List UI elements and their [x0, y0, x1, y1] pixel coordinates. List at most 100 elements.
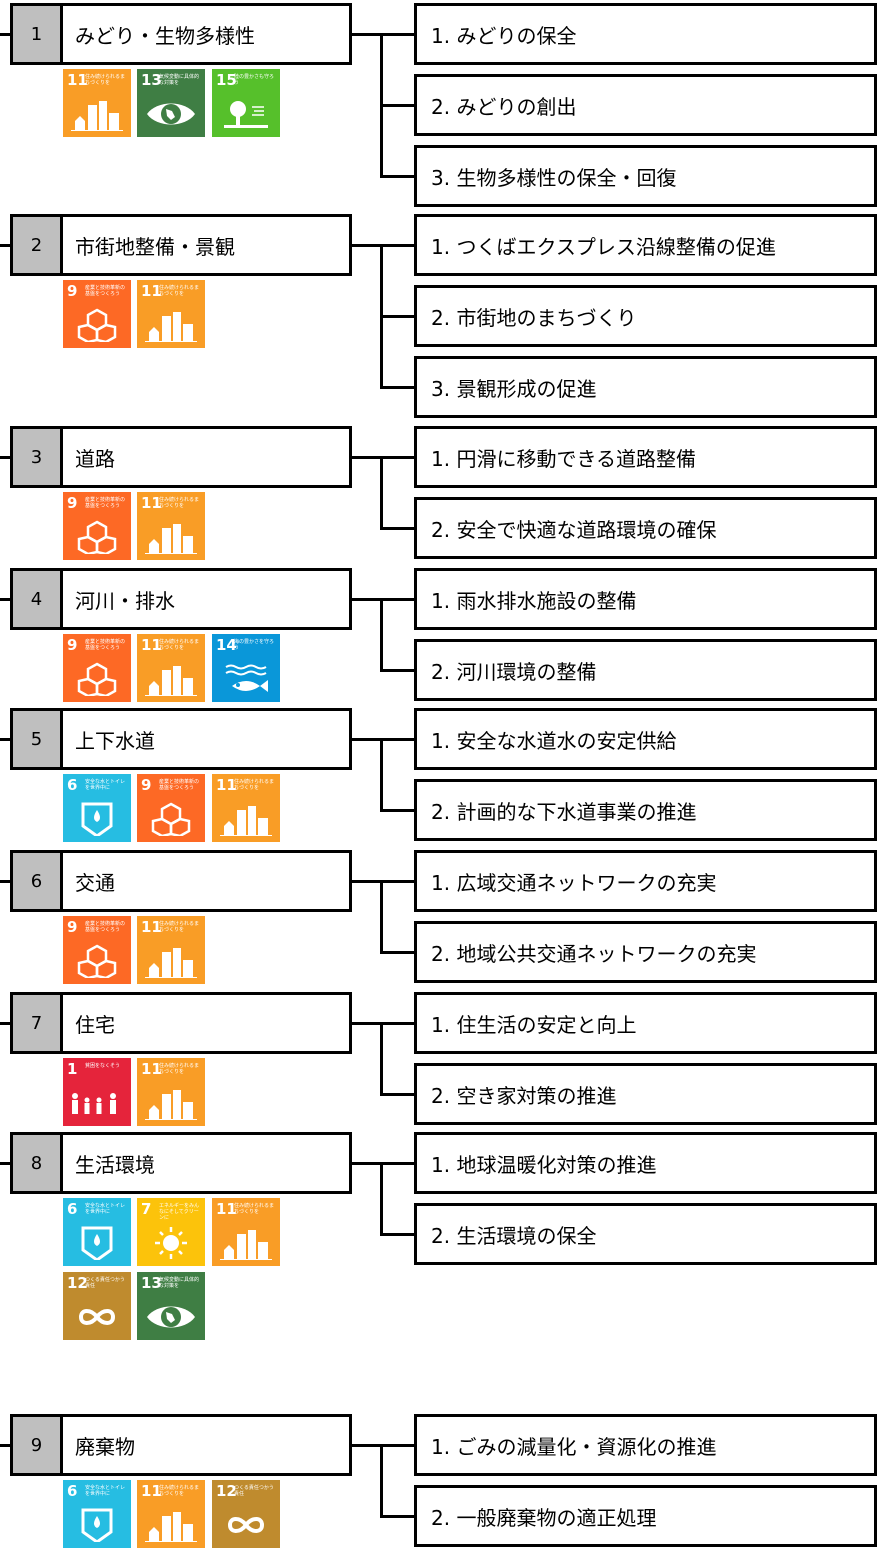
sdg-goal-number: 1: [67, 1060, 78, 1078]
policy-box[interactable]: 1. 安全な水道水の安定供給: [414, 708, 877, 770]
connector-horizontal: [352, 1444, 382, 1447]
sdg-goal-text: 住み続けられるまちづくりを: [234, 779, 275, 791]
sdg-goal-text: 産業と技術革新の基盤をつくろう: [85, 639, 126, 651]
policy-box[interactable]: 2. 空き家対策の推進: [414, 1063, 877, 1125]
connector-horizontal: [352, 33, 382, 36]
sdg-goal-text: 住み続けられるまちづくりを: [159, 285, 200, 297]
category-title: 住宅: [75, 1012, 115, 1037]
cubes-icon: [63, 944, 131, 980]
water-icon: [63, 1226, 131, 1262]
connector-horizontal: [352, 456, 382, 459]
category-number: 2: [13, 217, 63, 273]
policy-box[interactable]: 2. 地域公共交通ネットワークの充実: [414, 921, 877, 983]
connector-branch: [380, 1093, 414, 1096]
sdg-goal-number: 6: [67, 1200, 78, 1218]
policy-box[interactable]: 2. 生活環境の保全: [414, 1203, 877, 1265]
connector-branch: [380, 527, 414, 530]
city-icon: [137, 308, 205, 342]
policy-box[interactable]: 3. 景観形成の促進: [414, 356, 877, 418]
category-box-4[interactable]: 4 河川・排水: [10, 568, 352, 630]
policy-box[interactable]: 2. 河川環境の整備: [414, 639, 877, 701]
policy-box[interactable]: 1. 住生活の安定と向上: [414, 992, 877, 1054]
sdg-goal-number: 6: [67, 776, 78, 794]
city-icon: [212, 1226, 280, 1260]
category-number: 9: [13, 1417, 63, 1473]
cubes-icon: [63, 308, 131, 344]
policy-box[interactable]: 2. みどりの創出: [414, 74, 877, 136]
connector-horizontal: [352, 244, 382, 247]
policy-box[interactable]: 2. 計画的な下水道事業の推進: [414, 779, 877, 841]
connector-stub: [0, 1444, 10, 1447]
category-title: 河川・排水: [75, 588, 175, 613]
category-title: 生活環境: [75, 1152, 155, 1177]
policy-box[interactable]: 1. みどりの保全: [414, 3, 877, 65]
policy-box[interactable]: 2. 安全で快適な道路環境の確保: [414, 497, 877, 559]
policy-box[interactable]: 1. つくばエクスプレス沿線整備の促進: [414, 214, 877, 276]
connector-horizontal: [352, 1162, 382, 1165]
connector-vertical: [380, 598, 383, 672]
policy-box[interactable]: 2. 一般廃棄物の適正処理: [414, 1485, 877, 1547]
connector-stub: [0, 244, 10, 247]
sdg-goal-number: 11: [141, 636, 162, 654]
policy-box[interactable]: 1. 地球温暖化対策の推進: [414, 1132, 877, 1194]
category-box-7[interactable]: 7 住宅: [10, 992, 352, 1054]
cubes-icon: [137, 802, 205, 838]
sdg-goal-text: 住み続けられるまちづくりを: [159, 921, 200, 933]
sdg-goal-text: 陸の豊かさも守ろう: [234, 74, 275, 86]
sdg-goal-text: 気候変動に具体的な対策を: [159, 1277, 200, 1289]
sdg-goal-text: 住み続けられるまちづくりを: [159, 639, 200, 651]
category-number: 7: [13, 995, 63, 1051]
connector-stub: [0, 598, 10, 601]
sdg-goal-text: 気候変動に具体的な対策を: [159, 74, 200, 86]
sdg-goal-text: 海の豊かさを守ろう: [234, 639, 275, 651]
connector-branch: [380, 386, 414, 389]
policy-box[interactable]: 3. 生物多様性の保全・回復: [414, 145, 877, 207]
connector-branch: [380, 315, 414, 318]
connector-stub: [0, 738, 10, 741]
connector-stub: [0, 880, 10, 883]
sdg-goal-number: 15: [216, 71, 237, 89]
connector-branch: [380, 1162, 414, 1165]
infinity-icon: [63, 1300, 131, 1334]
connector-branch: [380, 456, 414, 459]
connector-vertical: [380, 1022, 383, 1096]
category-box-9[interactable]: 9 廃棄物: [10, 1414, 352, 1476]
sdg-goal-text: つくる責任つかう責任: [234, 1485, 274, 1497]
family-icon: [63, 1086, 131, 1120]
connector-branch: [380, 880, 414, 883]
sdg-goal-text: 住み続けられるまちづくりを: [234, 1203, 275, 1215]
policy-box[interactable]: 1. 円滑に移動できる道路整備: [414, 426, 877, 488]
policy-box[interactable]: 1. ごみの減量化・資源化の推進: [414, 1414, 877, 1476]
policy-box[interactable]: 2. 市街地のまちづくり: [414, 285, 877, 347]
category-title: 廃棄物: [75, 1434, 135, 1459]
sdg-goal-number: 11: [141, 494, 162, 512]
policy-box[interactable]: 1. 雨水排水施設の整備: [414, 568, 877, 630]
fish-icon: [212, 662, 280, 696]
connector-stub: [0, 456, 10, 459]
connector-horizontal: [352, 1022, 382, 1025]
policy-box[interactable]: 1. 広域交通ネットワークの充実: [414, 850, 877, 912]
city-icon: [137, 1086, 205, 1120]
category-number: 4: [13, 571, 63, 627]
tree-icon: [212, 97, 280, 131]
earth-eye-icon: [137, 1300, 205, 1334]
connector-stub: [0, 1162, 10, 1165]
sdg-goal-number: 9: [67, 282, 78, 300]
sdg-goal-number: 11: [141, 1060, 162, 1078]
